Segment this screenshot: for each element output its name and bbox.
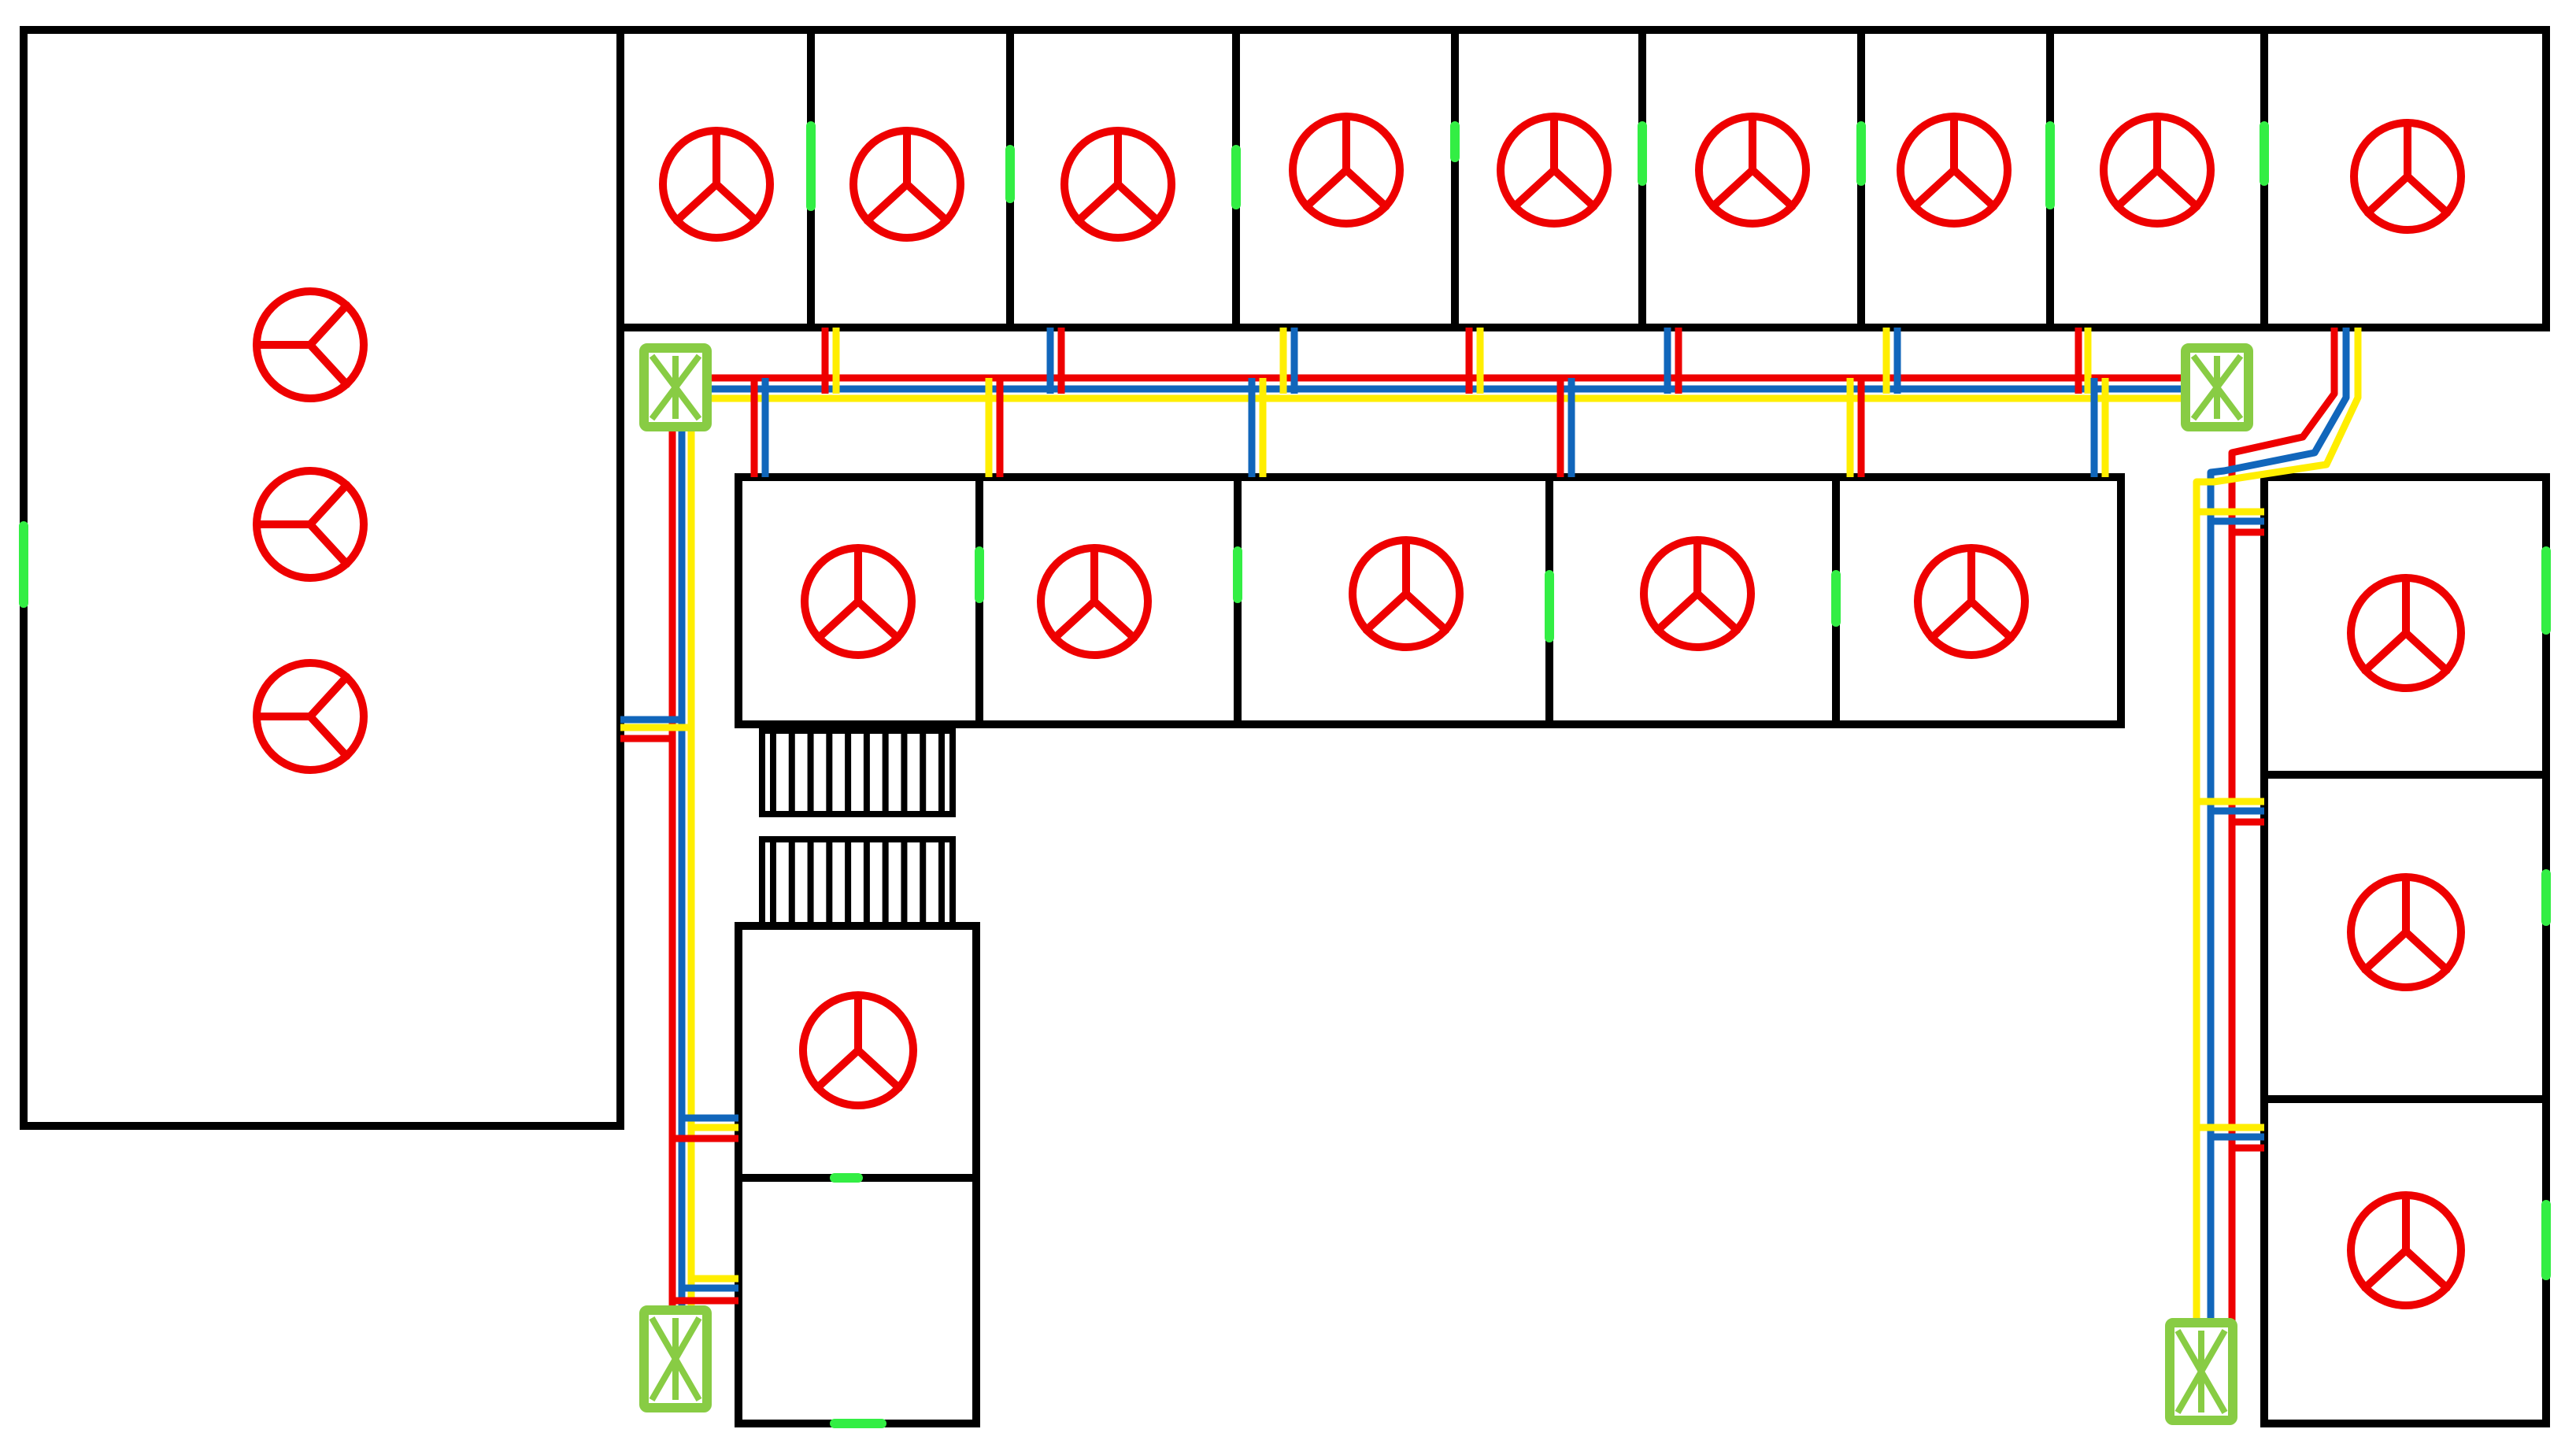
fan-spoke — [1910, 166, 1958, 211]
fan-coil-icon — [1897, 113, 2012, 228]
room-outline — [735, 1174, 980, 1427]
fan-spoke — [306, 520, 351, 568]
fan-coil-icon — [1914, 544, 2029, 659]
fan-coil-icon — [2100, 113, 2215, 228]
fan-spoke — [306, 301, 351, 349]
fan-spoke — [2404, 172, 2452, 217]
fan-spoke — [1510, 166, 1558, 211]
fan-spoke — [813, 1046, 862, 1092]
fan-coil-icon — [1289, 113, 1404, 228]
shafts-layer — [639, 343, 2253, 1425]
fan-spoke — [1708, 166, 1756, 211]
fan-spoke — [903, 180, 951, 225]
fan-spoke — [1927, 598, 1975, 642]
fan-spoke — [1362, 590, 1410, 635]
fan-spoke — [2402, 1246, 2451, 1292]
fan-coil-icon — [1060, 127, 1175, 242]
fan-spoke — [2361, 629, 2410, 675]
fan-spoke — [306, 480, 351, 528]
fan-spoke — [863, 180, 911, 225]
fan-coil-icon — [659, 127, 774, 242]
fan-spoke — [814, 598, 862, 642]
fan-spoke — [1693, 590, 1741, 635]
fan-coil-icon — [1349, 536, 1464, 651]
fan-spoke — [2361, 1246, 2410, 1292]
fan-spoke — [306, 341, 351, 389]
fan-spoke — [1402, 590, 1450, 635]
fan-spoke — [1749, 166, 1797, 211]
fan-spoke — [1342, 166, 1390, 211]
fan-coil-icon — [2350, 119, 2465, 234]
pipes-layer — [620, 328, 2362, 1338]
staircase — [759, 836, 956, 929]
fan-spoke — [306, 713, 351, 761]
fan-units-layer — [253, 113, 2465, 1309]
fan-spoke — [1550, 166, 1598, 211]
fan-coil-icon — [1640, 536, 1755, 651]
fan-coil-icon — [1497, 113, 1612, 228]
fan-spoke — [2153, 166, 2201, 211]
fan-spoke — [1050, 598, 1098, 642]
fan-spoke — [854, 598, 902, 642]
fan-coil-icon — [849, 127, 964, 242]
fan-spoke — [712, 180, 761, 225]
fan-spoke — [1653, 590, 1701, 635]
stairs-layer — [759, 728, 956, 929]
fan-coil-icon — [253, 659, 368, 774]
walls-layer — [20, 26, 2550, 1427]
fan-spoke — [1090, 598, 1138, 642]
fan-spoke — [2402, 629, 2451, 675]
fan-coil-icon — [2347, 873, 2465, 991]
fan-spoke — [1967, 598, 2015, 642]
fan-spoke — [1302, 166, 1350, 211]
fan-coil-icon — [253, 467, 368, 582]
fan-coil-icon — [1037, 544, 1152, 659]
fan-spoke — [2361, 928, 2410, 974]
fan-spoke — [2363, 172, 2411, 217]
fan-spoke — [1114, 180, 1162, 225]
fan-spoke — [1074, 180, 1122, 225]
fan-coil-icon — [2347, 1191, 2465, 1309]
return-pipe — [2207, 328, 2350, 1331]
fan-coil-icon — [799, 991, 917, 1109]
fan-coil-icon — [801, 544, 916, 659]
fan-spoke — [1950, 166, 1998, 211]
fan-spoke — [2113, 166, 2161, 211]
supply-pipe — [2228, 328, 2338, 1338]
fan-spoke — [306, 672, 351, 720]
fan-spoke — [2402, 928, 2451, 974]
secondary-pipe — [2193, 328, 2362, 1331]
fan-spoke — [854, 1046, 903, 1092]
fan-spoke — [672, 180, 720, 225]
doors-layer — [19, 121, 2551, 1428]
fan-coil-icon — [1695, 113, 1810, 228]
fan-coil-icon — [253, 287, 368, 402]
fan-coil-icon — [2347, 574, 2465, 692]
staircase — [759, 728, 956, 817]
